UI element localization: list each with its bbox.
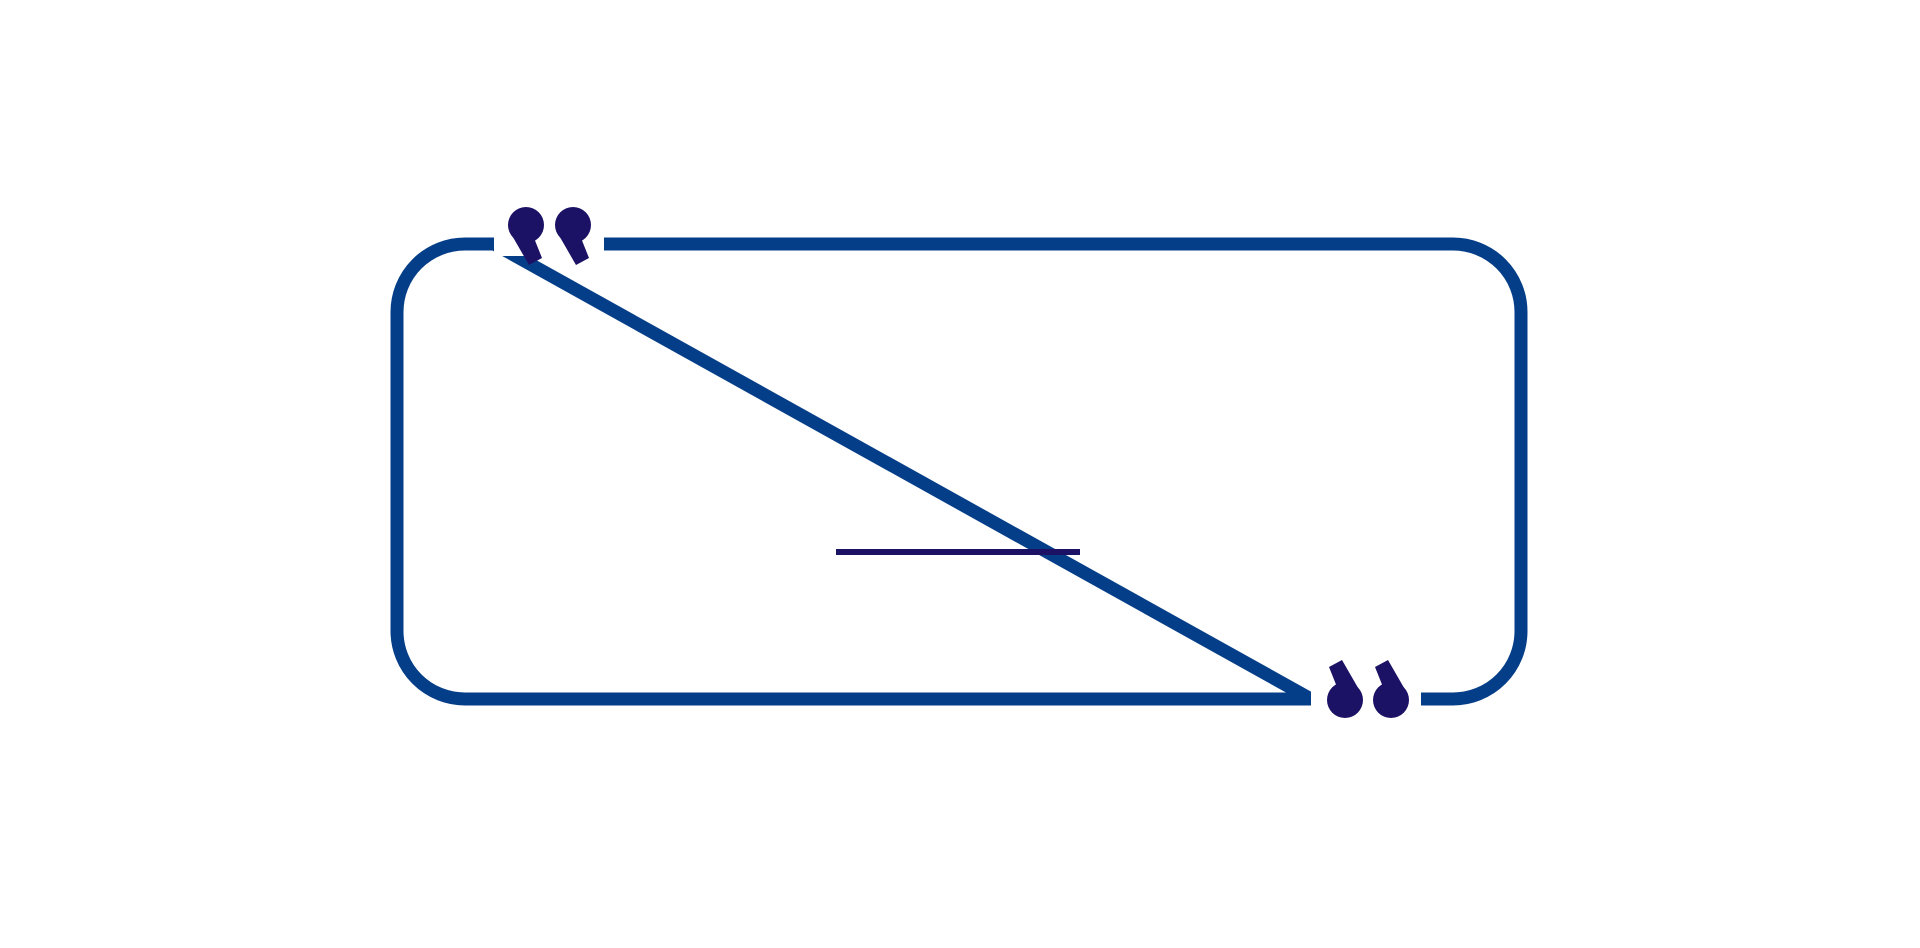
- open-quote-icon: [508, 207, 591, 265]
- center-divider: [836, 549, 1080, 555]
- close-quote-icon: [1327, 660, 1409, 718]
- quote-frame-border: [390, 237, 1528, 706]
